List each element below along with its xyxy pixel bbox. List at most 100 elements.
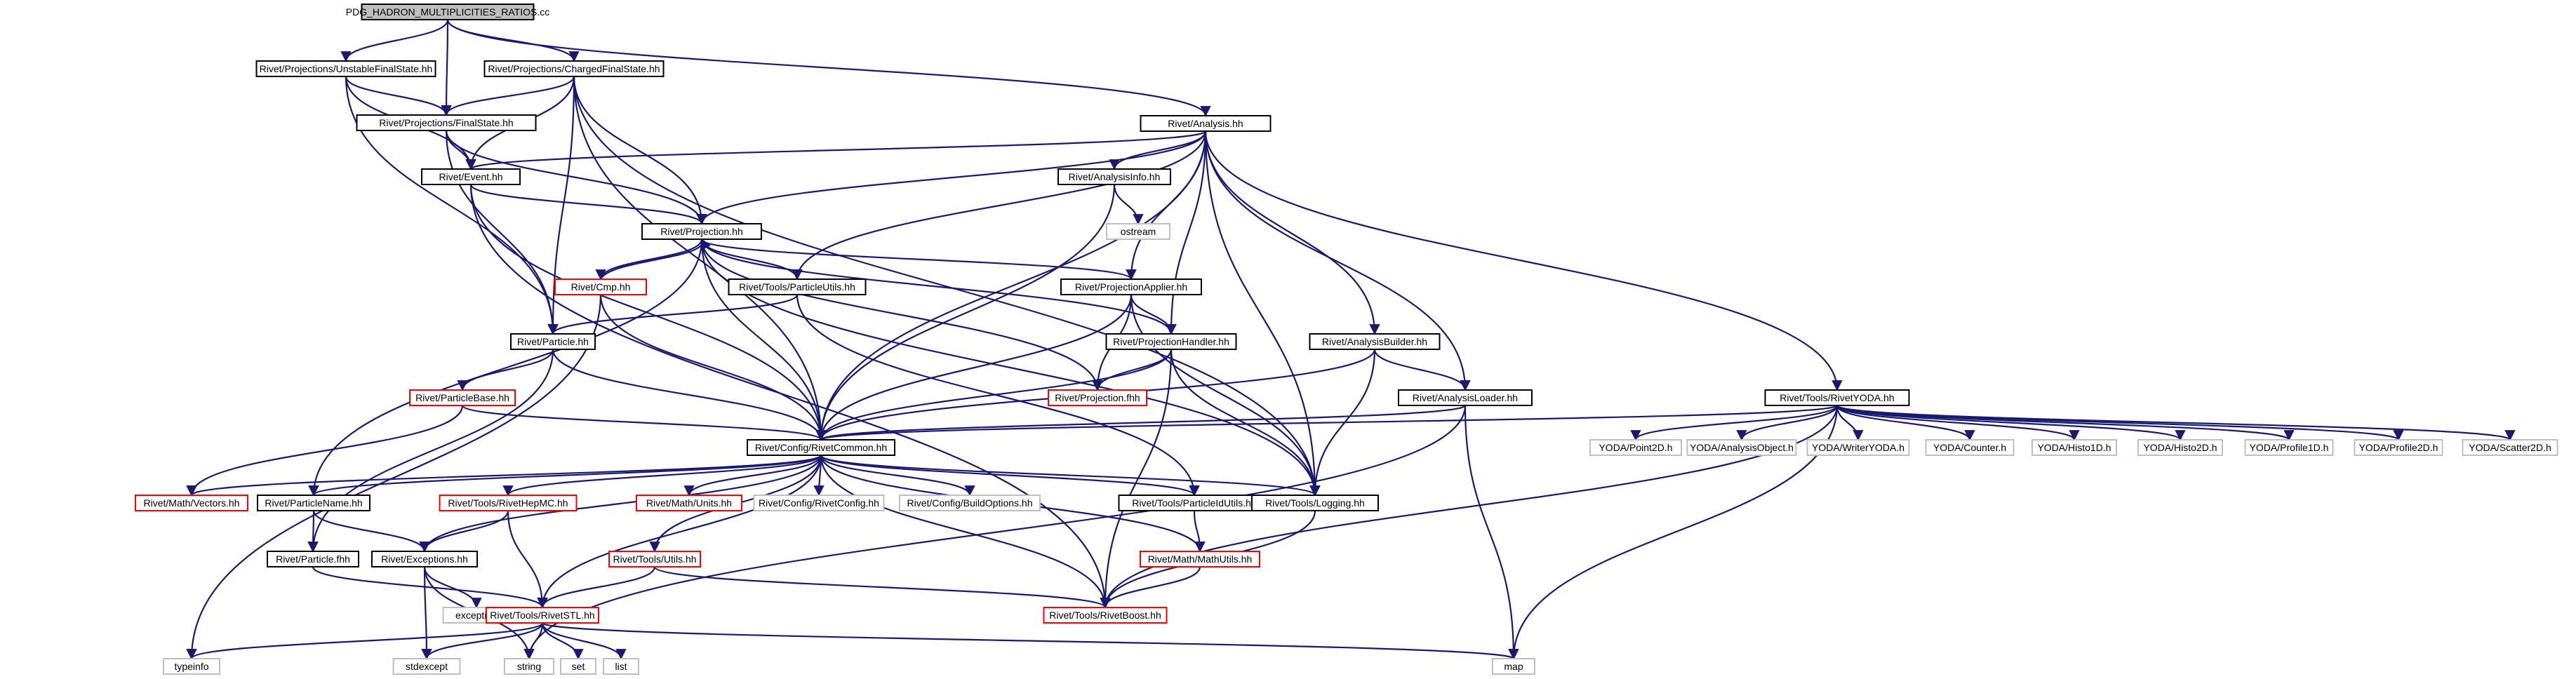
node-exc[interactable]: Rivet/Exceptions.hh [371,551,478,567]
edge-particle-to-pbase [457,349,554,391]
edge-aload-to-string [523,405,1467,660]
edge-stl-to-string [523,622,544,660]
edge-ryoda-to-common [816,404,1838,441]
edge-stl-to-map [541,621,1519,660]
node-box [1048,389,1147,406]
edge-papp-to-log [1130,294,1321,497]
node-label: Rivet/AnalysisLoader.hh [1413,392,1518,403]
node-ypr2: YODA/Profile2D.h [2354,439,2443,456]
node-string: string [504,658,554,675]
node-label: Rivet/Particle.fhh [276,553,350,565]
node-ryoda[interactable]: Rivet/Tools/RivetYODA.hh [1764,389,1910,406]
edge-pbase-to-mvec [186,405,464,497]
node-box [1398,389,1533,406]
node-box [1105,333,1237,350]
node-particle[interactable]: Rivet/Particle.hh [510,333,596,350]
node-list: list [603,658,639,675]
node-label: YODA/WriterYODA.h [1812,442,1904,453]
edge-hepmc-to-exc [419,510,509,553]
node-label: Rivet/Config/BuildOptions.hh [907,497,1033,509]
edge-cmp-to-proj [600,238,711,280]
node-label: Rivet/Tools/RivetBoost.hh [1049,610,1161,621]
node-stl[interactable]: Rivet/Tools/RivetSTL.hh [486,607,599,624]
edge-ryoda-to-ys2 [1836,404,2516,441]
node-box [2137,439,2223,456]
node-root[interactable]: PDG_HADRON_MULTIPLICITIES_RATIOS.cc [346,4,549,20]
node-label: Rivet/Config/RivetCommon.hh [755,442,887,453]
edge-pfh-to-stl [312,566,548,609]
edge-exc-to-stdexcept [421,566,432,660]
node-yh2: YODA/Histo2D.h [2137,439,2223,456]
node-hepmc[interactable]: Rivet/Tools/RivetHepMC.hh [439,495,578,511]
node-label: Rivet/AnalysisInfo.hh [1069,171,1161,182]
edge-ana-to-log [1204,130,1321,497]
node-log[interactable]: Rivet/Tools/Logging.hh [1251,495,1379,511]
node-abuild[interactable]: Rivet/AnalysisBuilder.hh [1309,333,1441,350]
node-box [163,658,220,675]
node-label: YODA/Profile2D.h [2359,442,2438,453]
node-ys2: YODA/Scatter2D.h [2462,439,2558,456]
node-box [483,60,665,77]
edge-common-to-hepmc [502,455,822,497]
node-proj[interactable]: Rivet/Projection.hh [641,223,762,240]
node-phand[interactable]: Rivet/ProjectionHandler.hh [1105,333,1237,350]
node-box [2354,439,2443,456]
node-munits[interactable]: Rivet/Math/Units.hh [636,495,742,511]
node-cfs[interactable]: Rivet/Projections/ChargedFinalState.hh [483,60,665,77]
node-pname[interactable]: Rivet/ParticleName.hh [257,495,371,511]
node-box [753,495,885,511]
node-stdexcept: stdexcept [392,658,461,675]
node-papp[interactable]: Rivet/ProjectionApplier.hh [1060,278,1202,295]
node-box [603,658,639,675]
node-box [267,551,359,567]
edge-hepmc-to-stl [507,510,548,609]
node-box [1764,389,1910,406]
node-ufs[interactable]: Rivet/Projections/UnstableFinalState.hh [255,60,436,77]
node-event[interactable]: Rivet/Event.hh [421,168,521,185]
node-ana[interactable]: Rivet/Analysis.hh [1140,115,1272,132]
node-box [1251,495,1379,511]
node-pu[interactable]: Rivet/Tools/ParticleUtils.hh [728,278,867,295]
node-ywy: YODA/WriterYODA.h [1806,439,1910,456]
node-box [486,607,599,624]
edge-ana-to-pu [792,130,1207,281]
node-label: Rivet/Config/RivetConfig.hh [759,497,879,509]
edge-tutil-to-stl [537,566,656,609]
edge-stl-to-set [541,622,584,660]
node-label: list [615,661,627,672]
edge-common-to-mvec [186,454,822,497]
node-label: stdexcept [406,661,448,672]
node-box [1140,115,1272,132]
node-fs[interactable]: Rivet/Projections/FinalState.hh [356,114,537,131]
edge-cmp-to-common [599,294,827,441]
node-box [371,551,478,567]
edge-stl-to-typeinfo [186,621,544,660]
node-pbase[interactable]: Rivet/ParticleBase.hh [409,389,516,406]
node-label: Rivet/Tools/RivetSTL.hh [490,610,594,621]
node-cmp[interactable]: Rivet/Cmp.hh [554,278,647,295]
edge-fs-to-proj [445,130,707,225]
node-box [1806,439,1910,456]
node-mvec[interactable]: Rivet/Math/Vectors.hh [135,495,248,511]
node-box [392,658,461,675]
edge-ryoda-to-ypr2 [1836,404,2404,441]
node-mutil[interactable]: Rivet/Math/MathUtils.hh [1140,551,1260,567]
node-common[interactable]: Rivet/Config/RivetCommon.hh [747,439,895,456]
edge-event-to-boost [469,184,1111,609]
edge-papp-to-phand [1130,294,1177,335]
node-pfhh[interactable]: Rivet/Projection.fhh [1048,389,1147,406]
edge-common-to-stl [537,455,822,609]
node-label: Rivet/Projections/FinalState.hh [379,117,513,128]
node-pidu[interactable]: Rivet/Tools/ParticleIdUtils.hh [1118,495,1271,511]
node-ainfo[interactable]: Rivet/AnalysisInfo.hh [1057,168,1171,185]
node-box [899,495,1041,511]
edge-ana-to-proj [696,130,1207,225]
node-boost[interactable]: Rivet/Tools/RivetBoost.hh [1043,607,1168,624]
node-tutil[interactable]: Rivet/Tools/Utils.hh [608,551,701,567]
node-label: Rivet/Projection.fhh [1055,392,1140,403]
node-label: YODA/Counter.h [1933,442,2006,453]
nodes-layer: PDG_HADRON_MULTIPLICITIES_RATIOS.ccRivet… [135,4,2558,675]
node-aload[interactable]: Rivet/AnalysisLoader.hh [1398,389,1533,406]
node-pfh[interactable]: Rivet/Particle.fhh [267,551,359,567]
node-bopt: Rivet/Config/BuildOptions.hh [899,495,1041,511]
